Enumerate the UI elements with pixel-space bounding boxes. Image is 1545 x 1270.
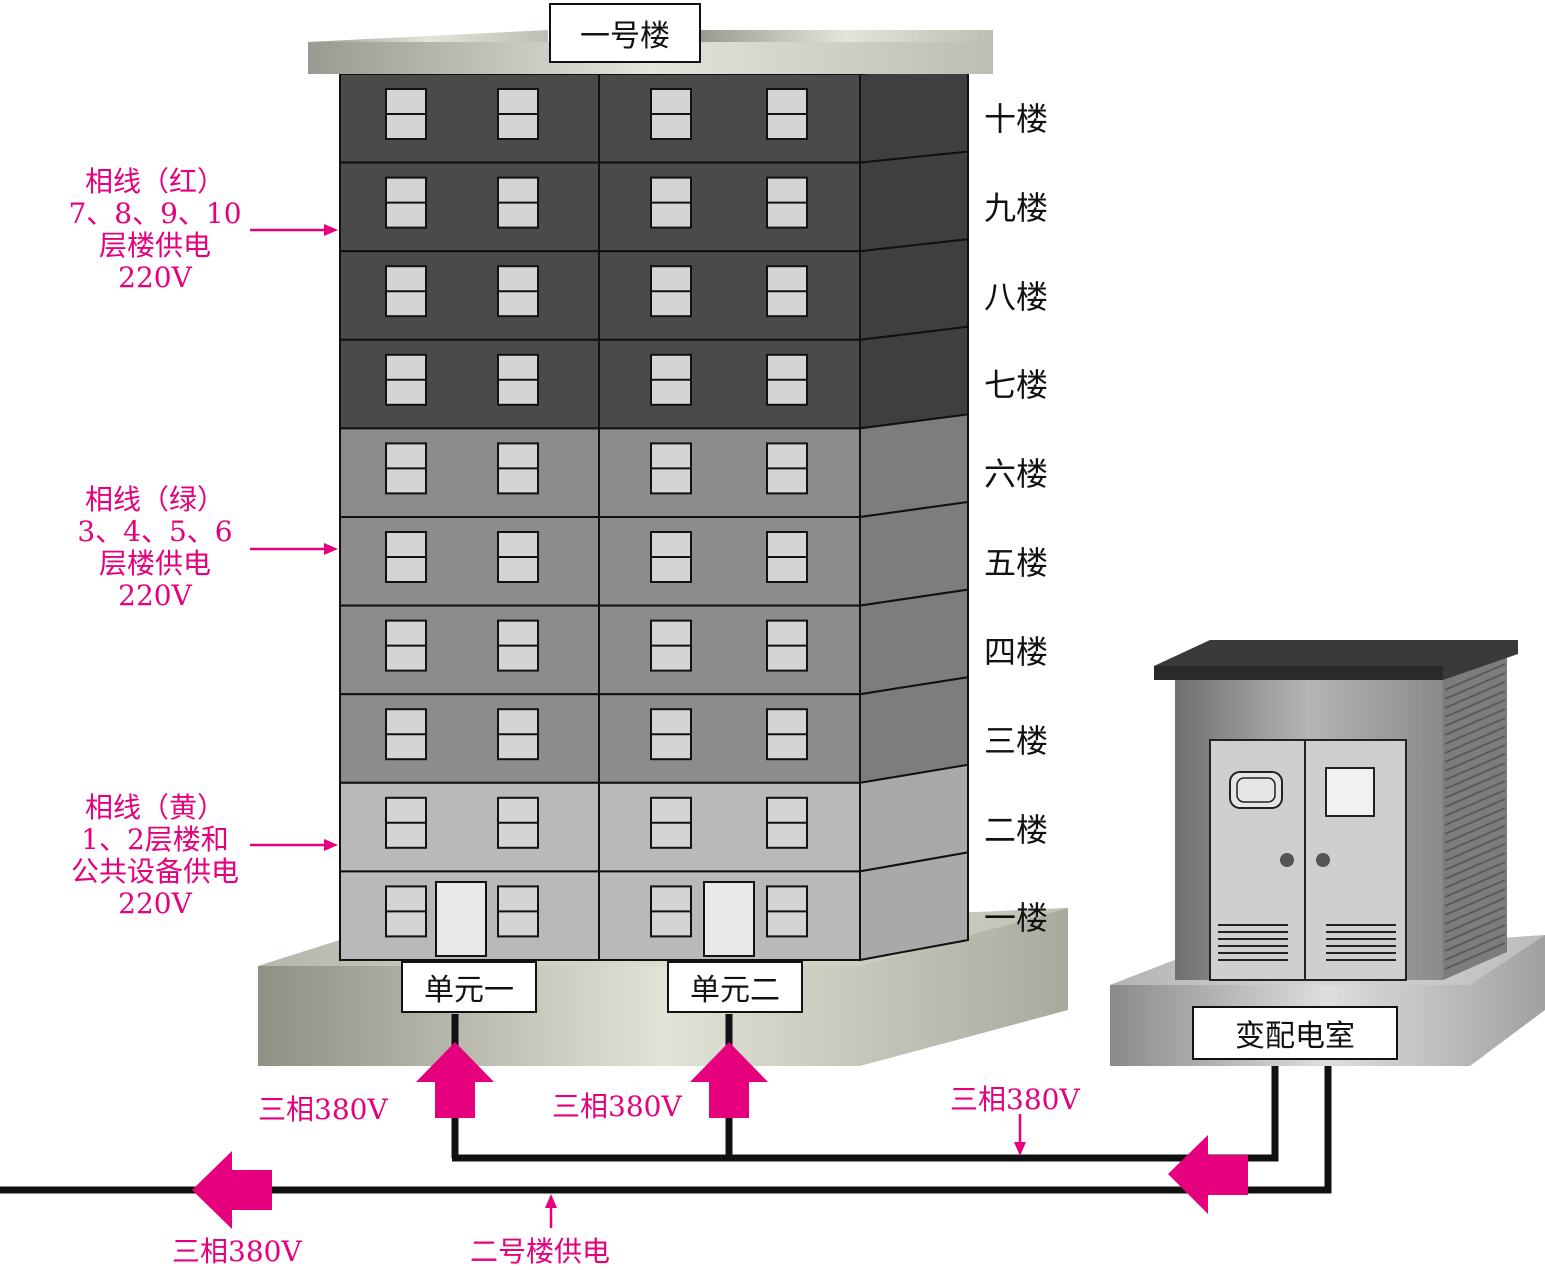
power-flow-arrows [192, 1042, 1248, 1229]
outgoing-feed-arrow [192, 1151, 272, 1229]
outgoing-feed-label: 三相380V [172, 1235, 302, 1268]
phase-green-title: 相线（绿） [84, 483, 225, 516]
building-name-sign: 一号楼 [549, 3, 701, 63]
side-wall-7 [859, 325, 969, 430]
phase-red-floors: 7、8、9、10 [68, 197, 242, 230]
substation-feed-label: 三相380V [950, 1083, 1080, 1116]
floor-label-10: 十楼 [984, 100, 1049, 138]
unit1-feed-label: 三相380V [258, 1093, 388, 1126]
floor-label-5: 五楼 [984, 544, 1049, 582]
phase-yellow-purpose: 公共设备供电 [70, 855, 239, 888]
floor-label-7: 七楼 [984, 366, 1049, 404]
building-roof [308, 30, 993, 74]
side-wall-4 [859, 588, 969, 696]
phase-pointer-arrows [250, 224, 1026, 1228]
unit2-feed-arrow [690, 1042, 768, 1118]
unit-one-door [435, 881, 487, 957]
floor-label-3: 三楼 [984, 722, 1049, 760]
phase-yellow-title: 相线（黄） [84, 791, 225, 824]
side-wall-6 [859, 413, 969, 519]
phase-green-voltage: 220V [118, 579, 192, 612]
phase-yellow-floors: 1、2层楼和 [81, 823, 229, 856]
side-wall-9 [859, 150, 969, 253]
unit1-feed-arrow [416, 1042, 494, 1118]
building2-supply-label: 二号楼供电 [470, 1235, 611, 1268]
floor-label-2: 二楼 [984, 811, 1049, 849]
building-one [339, 62, 969, 962]
unit-one-label: 单元一 [401, 961, 537, 1013]
phase-red-purpose: 层楼供电 [98, 229, 211, 262]
substation-feed-arrow [1168, 1135, 1248, 1214]
phase-red-voltage: 220V [118, 261, 192, 294]
floor-label-1: 一楼 [984, 899, 1049, 937]
side-wall-10 [859, 62, 969, 164]
side-wall-8 [859, 238, 969, 341]
floor-label-6: 六楼 [984, 455, 1049, 493]
side-wall-5 [859, 500, 969, 607]
phase-red-title: 相线（红） [84, 165, 225, 198]
unit-two-label: 单元二 [667, 961, 803, 1013]
unit-two-door [703, 881, 755, 957]
substation-label: 变配电室 [1192, 1006, 1398, 1060]
unit2-feed-label: 三相380V [552, 1090, 682, 1123]
substation-building [1110, 640, 1545, 1066]
floor-label-4: 四楼 [984, 633, 1049, 671]
phase-green-note: 相线（绿） 3、4、5、6 层楼供电 220V [45, 484, 265, 612]
phase-yellow-voltage: 220V [118, 887, 192, 920]
floor-label-8: 八楼 [984, 278, 1049, 316]
side-wall-1 [859, 851, 969, 962]
phase-green-floors: 3、4、5、6 [77, 515, 233, 548]
phase-red-note: 相线（红） 7、8、9、10 层楼供电 220V [45, 166, 265, 294]
phase-green-purpose: 层楼供电 [98, 547, 211, 580]
phase-yellow-note: 相线（黄） 1、2层楼和 公共设备供电 220V [45, 792, 265, 920]
floor-label-9: 九楼 [984, 189, 1049, 227]
